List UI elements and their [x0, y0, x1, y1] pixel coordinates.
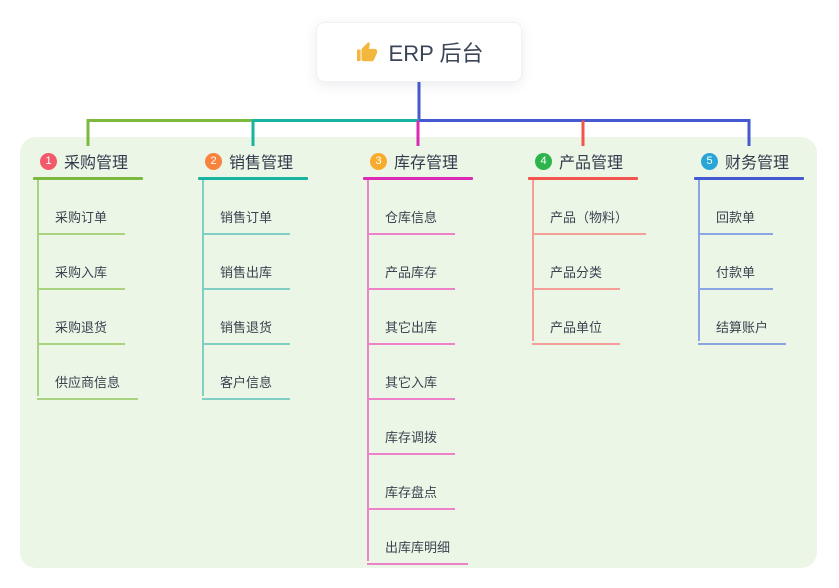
mindmap-leaf-node[interactable]: 其它出库 [367, 290, 456, 345]
mindmap-leaf-node[interactable]: 结算账户 [698, 290, 787, 345]
branch-title-label: 库存管理 [394, 155, 459, 172]
mindmap-leaf-node[interactable]: 仓库信息 [367, 180, 456, 235]
root-title: ERP 后台 [388, 41, 484, 66]
thumbs-up-icon [355, 40, 379, 64]
mindmap-leaf-node[interactable]: 其它入库 [367, 345, 456, 400]
mindmap-leaf-node[interactable]: 回款单 [698, 180, 774, 235]
root-node[interactable]: ERP 后台 [316, 22, 522, 82]
mindmap-leaf-node[interactable]: 采购入库 [37, 235, 126, 290]
branch-underline [363, 177, 473, 180]
branch-1: 1 采购管理采购订单采购入库采购退货供应商信息 [33, 149, 198, 400]
mindmap-leaf-node[interactable]: 销售出库 [202, 235, 291, 290]
branch-item-list: 采购订单采购入库采购退货供应商信息 [37, 180, 198, 400]
mindmap-leaf-node[interactable]: 库存调拨 [367, 400, 456, 455]
mindmap-leaf-node[interactable]: 库存盘点 [367, 455, 456, 510]
branch-title-label: 采购管理 [64, 155, 129, 172]
branch-trunk-line [698, 180, 700, 341]
branch-title-4[interactable]: 4 产品管理 [535, 149, 623, 173]
branch-title-5[interactable]: 5 财务管理 [701, 149, 789, 173]
branch-item-list: 产品（物料）产品分类产品单位 [532, 180, 693, 345]
branch-item-list: 回款单付款单结算账户 [698, 180, 839, 345]
mindmap-leaf-node[interactable]: 产品单位 [532, 290, 621, 345]
branch-number-badge: 4 [535, 152, 552, 170]
mindmap-leaf-node[interactable]: 付款单 [698, 235, 774, 290]
branch-number-badge: 1 [40, 152, 57, 170]
branch-title-3[interactable]: 3 库存管理 [370, 149, 458, 173]
branch-trunk-line [202, 180, 204, 396]
branch-number-badge: 3 [370, 152, 387, 170]
mindmap-leaf-node[interactable]: 产品库存 [367, 235, 456, 290]
branch-title-1[interactable]: 1 采购管理 [40, 149, 128, 173]
branch-underline [694, 177, 804, 180]
branch-number-badge: 2 [205, 152, 222, 170]
mindmap-leaf-node[interactable]: 产品（物料） [532, 180, 647, 235]
branch-trunk-line [367, 180, 369, 561]
mindmap-leaf-node[interactable]: 销售订单 [202, 180, 291, 235]
branch-underline [198, 177, 308, 180]
mindmap-leaf-node[interactable]: 销售退货 [202, 290, 291, 345]
branch-title-label: 销售管理 [229, 155, 294, 172]
branch-item-list: 销售订单销售出库销售退货客户信息 [202, 180, 363, 400]
mindmap-leaf-node[interactable]: 产品分类 [532, 235, 621, 290]
branch-4: 4 产品管理产品（物料）产品分类产品单位 [528, 149, 693, 345]
mindmap-background-panel [20, 137, 817, 568]
branch-title-2[interactable]: 2 销售管理 [205, 149, 293, 173]
branch-3: 3 库存管理仓库信息产品库存其它出库其它入库库存调拨库存盘点出库库明细 [363, 149, 528, 565]
branch-item-list: 仓库信息产品库存其它出库其它入库库存调拨库存盘点出库库明细 [367, 180, 528, 565]
branch-trunk-line [37, 180, 39, 396]
mindmap-leaf-node[interactable]: 客户信息 [202, 345, 291, 400]
mindmap-leaf-node[interactable]: 采购退货 [37, 290, 126, 345]
branch-2: 2 销售管理销售订单销售出库销售退货客户信息 [198, 149, 363, 400]
branch-title-label: 产品管理 [559, 155, 624, 172]
branch-underline [528, 177, 638, 180]
branch-title-label: 财务管理 [725, 155, 790, 172]
branch-5: 5 财务管理回款单付款单结算账户 [694, 149, 839, 345]
branch-underline [33, 177, 143, 180]
mindmap-leaf-node[interactable]: 供应商信息 [37, 345, 139, 400]
mindmap-leaf-node[interactable]: 采购订单 [37, 180, 126, 235]
mindmap-leaf-node[interactable]: 出库库明细 [367, 510, 469, 565]
branch-number-badge: 5 [701, 152, 718, 170]
branch-trunk-line [532, 180, 534, 341]
